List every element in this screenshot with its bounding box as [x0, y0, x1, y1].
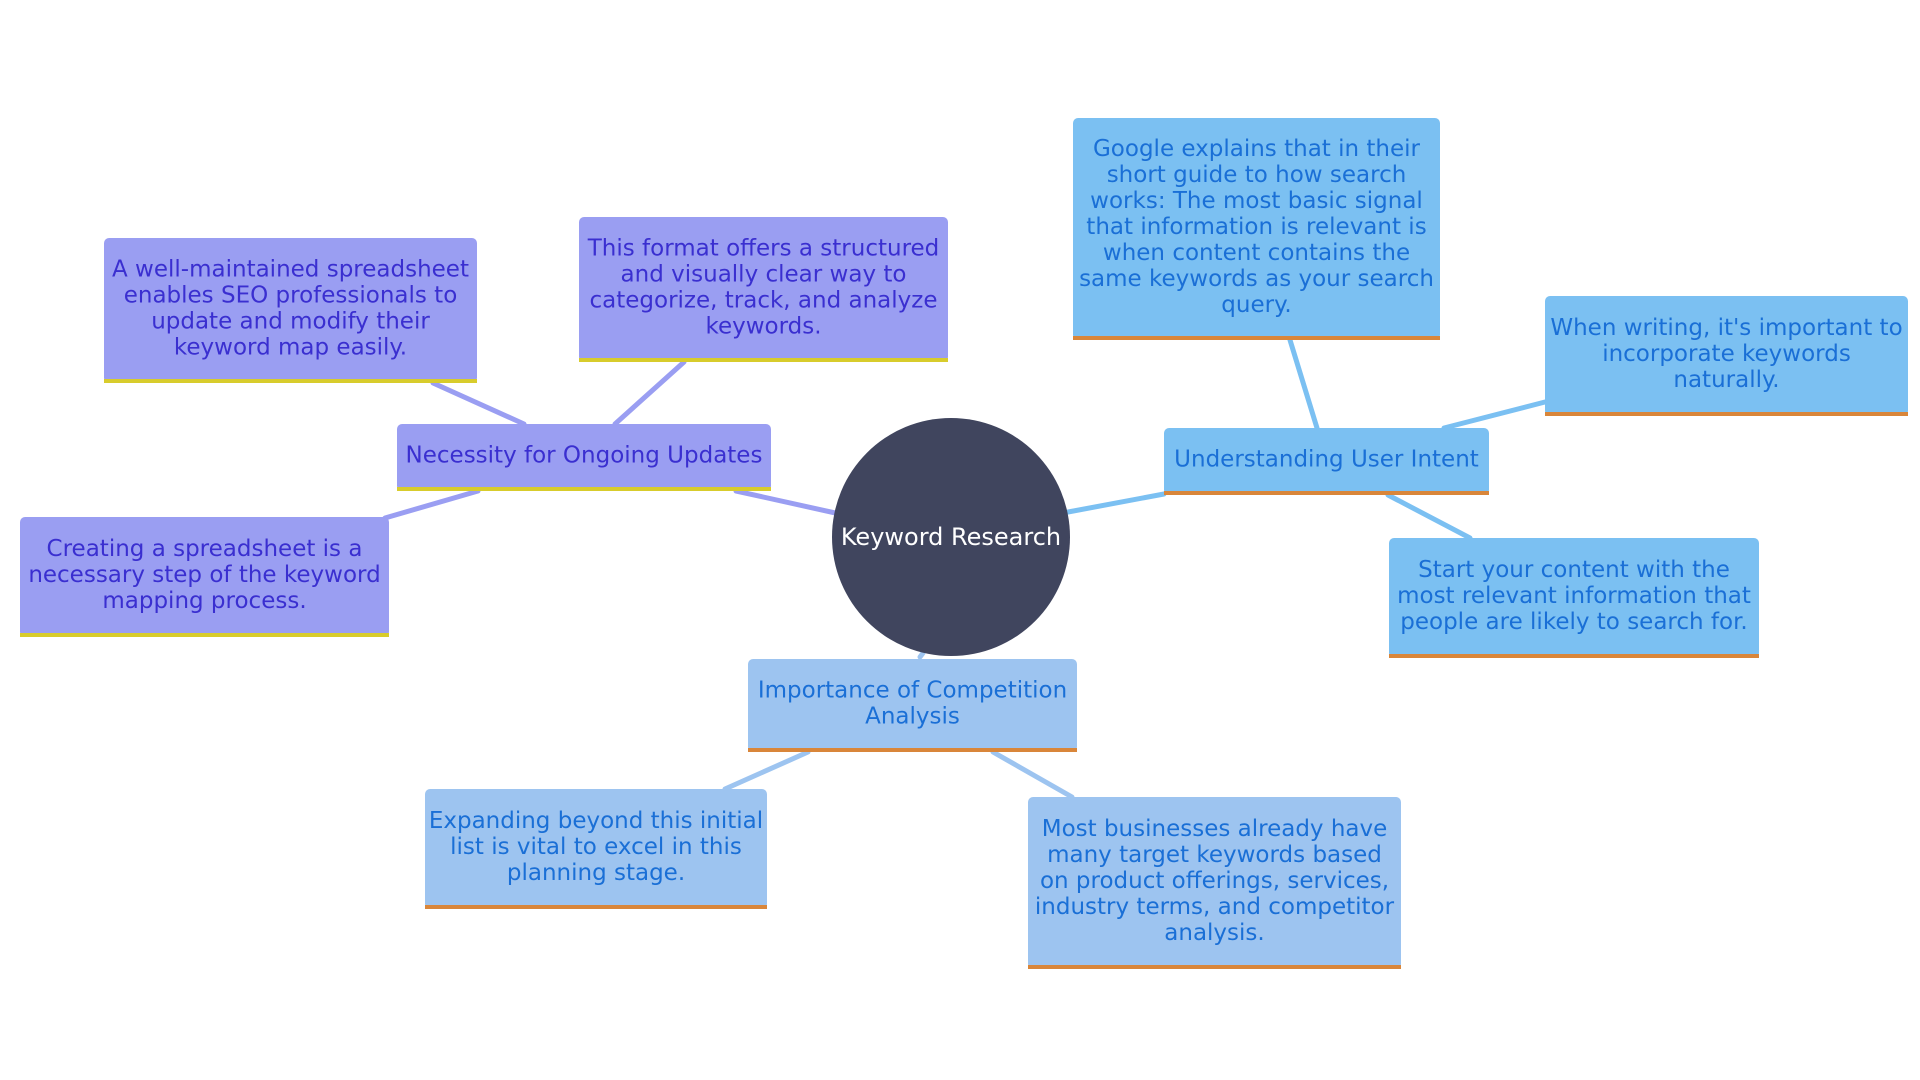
- child-node-1-1-background: [104, 238, 477, 383]
- child-node-2-1-label-line: short guide to how search: [1107, 162, 1407, 188]
- child-node-2-1-label-line: when content contains the: [1103, 240, 1410, 266]
- child-node-1-3-label-line: Creating a spreadsheet is a: [47, 536, 363, 562]
- child-node-2-3-underline: [1389, 654, 1759, 658]
- child-node-1-3-background: [20, 517, 389, 637]
- link-branch-1-to-child-2: [612, 359, 687, 427]
- child-node-3-2-label-line: Most businesses already have: [1042, 816, 1388, 842]
- link-branch-1-to-child-1: [430, 380, 527, 427]
- child-node-1-1-underline: [104, 379, 477, 383]
- child-node-3-2-background: [1028, 797, 1401, 969]
- child-node-2-1-label-line: works: The most basic signal: [1090, 188, 1423, 214]
- branch-node-3-background: [748, 659, 1077, 752]
- child-node-3-2-label-line: many target keywords based: [1047, 842, 1382, 868]
- node-layer: Keyword Research Necessity for Ongoing Up…: [20, 118, 1908, 969]
- link-branch-1-to-child-3: [382, 488, 481, 521]
- child-node-3-1-background: [425, 789, 767, 909]
- child-node-2-2-label-line: naturally.: [1673, 367, 1779, 393]
- child-node-1-2-label-line: categorize, track, and analyze: [590, 288, 938, 314]
- link-branch-2-to-child-2: [1441, 399, 1548, 431]
- child-node-3-1-underline: [425, 905, 767, 909]
- center-node-label: Keyword Research: [841, 523, 1061, 551]
- child-node-3-2-underline: [1028, 965, 1401, 969]
- branch-node-1-label-line: Necessity for Ongoing Updates: [406, 443, 763, 469]
- child-node-1-3-underline: [20, 633, 389, 637]
- branch-node-2-underline: [1164, 491, 1489, 495]
- link-layer: [382, 337, 1548, 800]
- center-node-circle: [832, 418, 1070, 656]
- child-node-3-1-label-line: planning stage.: [507, 860, 685, 886]
- child-node-3-2-label-line: industry terms, and competitor: [1035, 894, 1395, 920]
- child-node-3-1-label-line: list is vital to excel in this: [450, 834, 742, 860]
- child-node-1-3-label-line: necessary step of the keyword: [28, 562, 380, 588]
- child-node-2-3-background: [1389, 538, 1759, 658]
- link-branch-2-to-child-1: [1287, 337, 1320, 431]
- link-center-to-branch-3: [917, 650, 926, 660]
- child-node-1-2-label-line: keywords.: [705, 314, 821, 340]
- link-branch-2-to-child-3: [1385, 492, 1473, 541]
- child-node-2-1-background: [1073, 118, 1440, 340]
- branch-node-1: Necessity for Ongoing Updates: [397, 424, 771, 491]
- child-node-2-2-underline: [1545, 412, 1908, 416]
- child-node-1-2-label-line: and visually clear way to: [621, 262, 907, 288]
- child-node-2-2-label-line: incorporate keywords: [1602, 341, 1851, 367]
- child-node-3-2-label-line: analysis.: [1164, 920, 1264, 946]
- branch-node-2-label-line: Understanding User Intent: [1174, 447, 1479, 473]
- child-node-2-1-underline: [1073, 336, 1440, 340]
- child-node-1-1-label-line: enables SEO professionals to: [124, 283, 458, 309]
- child-node-1-1-label-line: A well-maintained spreadsheet: [112, 257, 469, 283]
- child-node-3-2-label-line: on product offerings, services,: [1040, 868, 1389, 894]
- branch-node-1-background: [397, 424, 771, 491]
- center-node: Keyword Research: [832, 418, 1070, 656]
- child-node-1-1-label-line: keyword map easily.: [174, 335, 407, 361]
- link-center-to-branch-2: [1065, 491, 1167, 515]
- child-node-1-2-background: [579, 217, 948, 362]
- child-node-1-2-underline: [579, 358, 948, 362]
- child-node-2-2-background: [1545, 296, 1908, 416]
- child-node-2-3-label-line: Start your content with the: [1418, 557, 1730, 583]
- child-node-2-1-label-line: query.: [1221, 292, 1291, 318]
- branch-node-3-underline: [748, 748, 1077, 752]
- child-node-2-1-label-line: that information is relevant is: [1086, 214, 1426, 240]
- child-node-2-1-label-line: same keywords as your search: [1079, 266, 1434, 292]
- child-node-1-2-label-line: This format offers a structured: [587, 236, 940, 262]
- branch-node-1-underline: [397, 487, 771, 491]
- branch-node-3-label-line: Importance of Competition: [758, 678, 1067, 704]
- branch-node-2: Understanding User Intent: [1164, 428, 1489, 495]
- child-node-2-3-label-line: people are likely to search for.: [1400, 609, 1747, 635]
- child-node-2-2-label-line: When writing, it's important to: [1550, 315, 1902, 341]
- branch-node-2-label: Understanding User Intent: [1174, 447, 1479, 473]
- child-node-1-3-label-line: mapping process.: [102, 588, 306, 614]
- child-node-2-1-label-line: Google explains that in their: [1093, 136, 1421, 162]
- link-center-to-branch-1: [733, 488, 843, 517]
- link-branch-3-to-child-1: [722, 749, 811, 792]
- branch-node-2-background: [1164, 428, 1489, 495]
- child-node-2-3-label-line: most relevant information that: [1397, 583, 1751, 609]
- child-node-3-1-label-line: Expanding beyond this initial: [429, 808, 763, 834]
- branch-node-1-label: Necessity for Ongoing Updates: [406, 443, 763, 469]
- branch-node-3-label-line: Analysis: [865, 704, 960, 730]
- link-branch-3-to-child-2: [990, 749, 1075, 800]
- child-node-1-1-label-line: update and modify their: [151, 309, 430, 335]
